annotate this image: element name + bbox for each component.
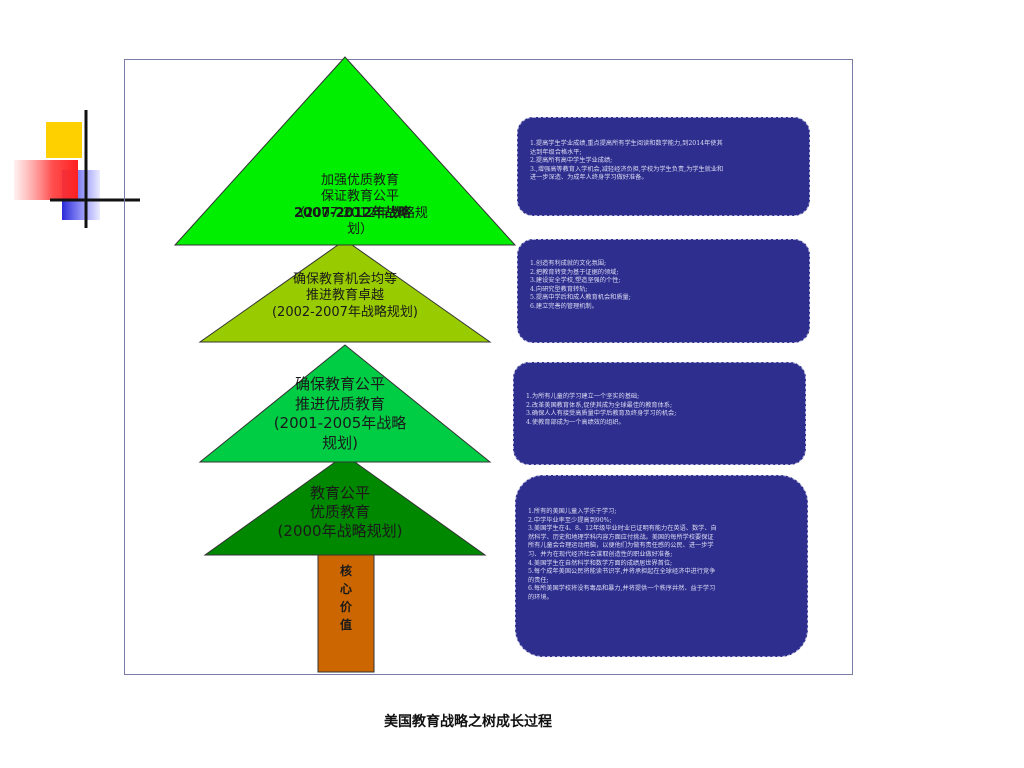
tier-line: 推进教育卓越	[305, 288, 384, 304]
goal-line: 1.创造有利成就的文化氛围;	[530, 260, 607, 267]
tier-line: 确保教育机会均等	[292, 272, 397, 287]
tier-overlay-text: 2007-2012年战略	[294, 205, 411, 221]
tier-line: （2007-2012年战略规 2007-2012年战略	[270, 206, 450, 222]
tier-line: 教育公平	[309, 484, 370, 502]
goal-line: 2.提高所有高中学生学业成绩;	[530, 157, 613, 165]
tier-2001-2005	[198, 344, 492, 463]
goal-line: 2.中学毕业率至少提高到90%;	[528, 516, 612, 524]
diagram-frame	[124, 59, 853, 675]
tier-2007-2012-label: 加强优质教育 保证教育公平 （2007-2012年战略规 2007-2012年战…	[270, 173, 450, 238]
tier-line: (2002-2007年战略规划)	[271, 304, 418, 320]
goal-line: 3.美国学生在4、8、12年级毕业时业已证明有能力在英语、数学、自	[528, 525, 717, 533]
goal-line: 5.每个成年美国公民将能读书识字,并将承担起在全球经济中进行竞争	[528, 568, 716, 576]
goal-line: 4.美国学生在自然科学和数学方面的成绩居世界首位;	[528, 559, 673, 567]
goal-line: 6.建立完善的管理机制。	[530, 302, 598, 310]
goal-line: 6.每所美国学校将没有毒品和暴力,并将提供一个秩序井然、益于学习	[528, 585, 716, 593]
goal-box-2002-2007: 1.创造有利成就的文化氛围; 2.把教育转变为基于证据的领域; 3.建设安全学校…	[517, 239, 810, 343]
goal-line: 习、并为在现代经济社会谋取创造性的职业做好准备;	[528, 550, 673, 558]
tier-2000-label: 教育公平 优质教育 (2000年战略规划)	[250, 484, 430, 540]
goal-line: 的环境。	[528, 593, 553, 601]
goal-box-2001-2005: 1.为所有儿童的学习建立一个坚实的基础; 2.改革美国教育体系,促使其成为全球最…	[513, 362, 806, 465]
tier-line: 划）	[346, 221, 373, 237]
trunk-char: 值	[339, 618, 352, 632]
goal-line: 3.确保人人有接受高质量中学后教育及终身学习的机会;	[526, 410, 677, 418]
goal-line: 4.向研究型教育转轨;	[530, 285, 588, 293]
tier-2000	[203, 454, 487, 556]
trunk-char: 价	[339, 600, 352, 614]
goal-line: 达到年级合格水平;	[530, 148, 582, 156]
tier-line: (2001-2005年战略	[273, 414, 407, 432]
goal-line: 2.改革美国教育体系,促使其成为全球最佳的教育体系;	[526, 401, 673, 409]
goal-line: 4.使教育部成为一个高绩效的组织。	[526, 418, 625, 426]
goal-line: 所有儿童会合理运动用脑，以便他们为做有责任感的公民、进一步学	[528, 542, 714, 550]
tier-2002-2007-label: 确保教育机会均等 推进教育卓越 (2002-2007年战略规划)	[255, 272, 435, 321]
decorative-logo	[14, 110, 140, 228]
tree-trunk	[317, 554, 375, 673]
goal-line: 3.建设安全学校,塑造坚强的个性;	[530, 277, 621, 285]
diagram-caption: 美国教育战略之树成长过程	[384, 714, 552, 730]
goal-box-2007-2012: 1.提高学生学业成绩,重点提高所有学生阅读和数学能力,到2014年使其 达到年级…	[517, 117, 810, 216]
goal-line: 5.提高中学后和成人教育机会和质量;	[530, 294, 631, 302]
tier-line: 优质教育	[309, 502, 370, 521]
tier-2007-2012	[173, 56, 517, 246]
goal-line: 进一步深造、为成年人终身学习做好准备。	[530, 174, 648, 182]
goal-line: 1.提高学生学业成绩,重点提高所有学生阅读和数学能力,到2014年使其	[530, 140, 723, 147]
goal-line: 2.把教育转变为基于证据的领域;	[530, 268, 619, 276]
tier-line: 加强优质教育	[320, 173, 399, 188]
goal-line: 1.为所有儿童的学习建立一个坚实的基础;	[526, 393, 640, 400]
trunk-label: 核 心 价 值	[318, 562, 374, 634]
goal-box-2000: 1.所有的美国儿童入学乐于学习; 2.中学毕业率至少提高到90%; 3.美国学生…	[515, 475, 808, 657]
goal-line: 的责任;	[528, 576, 549, 584]
tier-line-text: （2007-2012年战略规	[292, 205, 428, 221]
tier-2001-2005-label: 确保教育公平 推进优质教育 (2001-2005年战略 规划)	[250, 375, 430, 453]
trunk-char: 核	[339, 564, 352, 578]
tier-line: 保证教育公平	[320, 189, 399, 205]
tier-line: 规划)	[322, 433, 358, 452]
trunk-char: 心	[339, 582, 352, 596]
tier-line: 推进优质教育	[294, 394, 385, 413]
goal-line: 3.,增强高等教育入学机会,减轻经济负担,学校为学生负责,为学生就业和	[530, 165, 724, 173]
tier-line: (2000年战略规划)	[277, 521, 403, 540]
goal-line: 然科学、历史和地理学科内容方面应付挑战。美国的每所学校要保证	[528, 533, 714, 541]
goal-line: 1.所有的美国儿童入学乐于学习;	[528, 508, 617, 515]
tier-line: 确保教育公平	[294, 375, 385, 393]
tier-2002-2007	[198, 239, 492, 343]
